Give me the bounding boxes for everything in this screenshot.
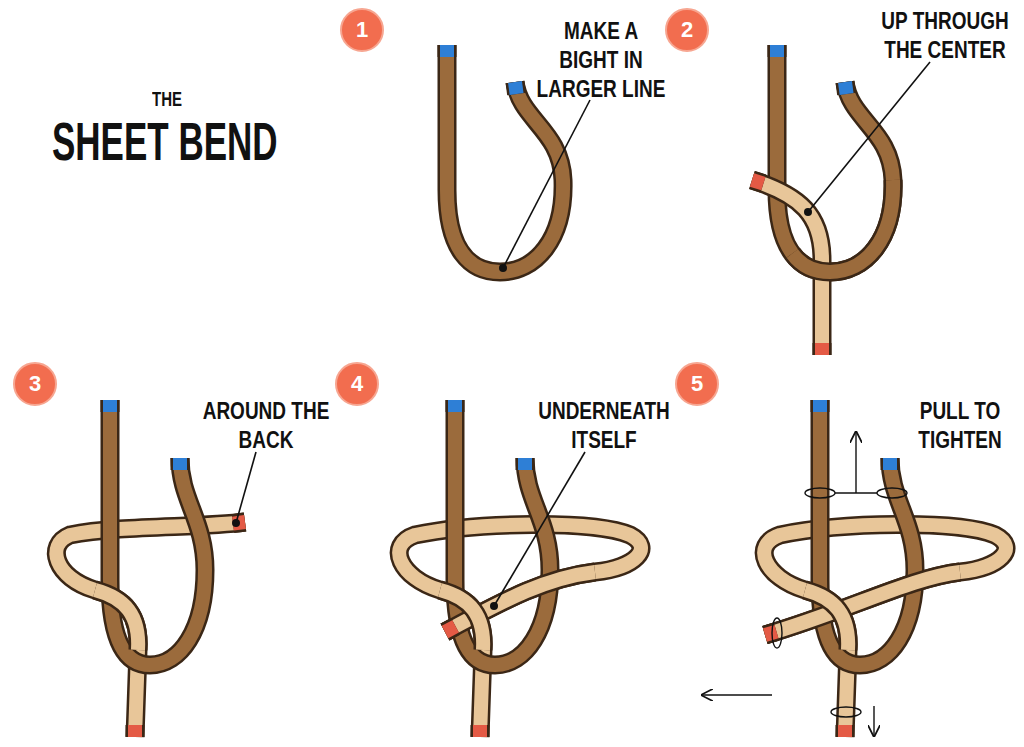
small-rope [764, 524, 1006, 737]
pull-arrow [702, 694, 772, 695]
rope-end [440, 45, 454, 57]
rope-outline [845, 82, 847, 94]
rope-outline [752, 180, 763, 184]
rope-outline [171, 458, 190, 470]
step-number-text: 5 [691, 373, 703, 395]
rope-outline [764, 524, 1006, 737]
rope-end [770, 45, 784, 57]
rope-end [515, 82, 517, 94]
step-number: 5 [675, 362, 719, 406]
leader-dot [232, 519, 240, 527]
step-number: 3 [13, 362, 57, 406]
step-instruction: MAKE A BIGHT IN LARGER LINE [533, 18, 669, 103]
rope-outline [446, 400, 465, 412]
rope-end [813, 400, 827, 412]
rope-end [128, 725, 142, 737]
rope-outline [820, 400, 915, 665]
leader-dot [804, 208, 812, 216]
rope-end [752, 180, 763, 184]
rope-outline [101, 400, 120, 412]
leader-line [494, 452, 585, 606]
rope-outline [765, 572, 960, 635]
rope-end [765, 632, 777, 635]
step-number: 4 [335, 362, 379, 406]
step-instruction: UNDERNEATH ITSELF [534, 398, 674, 455]
large-rope [820, 400, 915, 665]
rope-outline [445, 626, 456, 632]
grip-ring [877, 488, 907, 498]
rope-end [448, 400, 462, 412]
leader-dot [490, 602, 498, 610]
step-instruction: PULL TO TIGHTEN [910, 398, 1010, 455]
small-rope [95, 590, 138, 650]
rope-outline [438, 45, 457, 57]
step-number: 2 [665, 8, 709, 52]
diagram-title: SHEET BEND [52, 113, 278, 167]
rope-outline [399, 524, 641, 737]
rope-outline [881, 458, 900, 470]
rope-outline [777, 45, 893, 272]
title-prefix: THE [132, 88, 202, 111]
leader-dot [499, 264, 507, 272]
leader-line [503, 100, 590, 268]
small-rope [399, 524, 641, 737]
rope-end [883, 458, 897, 470]
rope-outline [56, 522, 245, 737]
step-number-text: 2 [681, 19, 693, 41]
rope-end [845, 82, 847, 94]
step-instruction: AROUND THE BACK [201, 398, 331, 455]
large-rope [777, 45, 893, 272]
grip-ring [772, 618, 782, 648]
step-number-text: 3 [29, 373, 41, 395]
panel-two [752, 45, 893, 355]
rope-outline [126, 725, 145, 737]
rope-end [473, 725, 487, 737]
rope-outline [836, 725, 855, 737]
rope-outline [768, 45, 787, 57]
step-number-text: 4 [351, 373, 363, 395]
pull-arrow [873, 706, 874, 736]
rope-outline [110, 400, 205, 665]
pull-arrow [855, 432, 856, 493]
leader-line [808, 62, 930, 212]
leader-line [236, 452, 256, 523]
rope-outline [765, 632, 777, 635]
rope-outline [792, 180, 893, 272]
rope-outline [440, 590, 483, 650]
small-rope [765, 572, 960, 635]
step-instruction: UP THROUGH THE CENTER [878, 8, 1013, 65]
rope-outline [516, 458, 535, 470]
rope-outline [813, 343, 832, 355]
rope-outline [515, 82, 517, 94]
step-number: 1 [340, 8, 384, 52]
pull-arrows [702, 432, 907, 736]
small-rope [805, 590, 848, 650]
rope-end [815, 343, 829, 355]
small-rope [56, 522, 245, 737]
step-number-text: 1 [356, 19, 368, 41]
rope-end [838, 725, 852, 737]
rope-end [103, 400, 117, 412]
rope-outline [95, 590, 138, 650]
grip-ring [831, 707, 861, 717]
panel-three [56, 400, 256, 737]
rope-outline [471, 725, 490, 737]
rope-end [518, 458, 532, 470]
grip-ring [805, 488, 835, 498]
rope-outline [811, 400, 830, 412]
large-rope [110, 400, 205, 665]
large-rope [792, 180, 893, 272]
rope-end [173, 458, 187, 470]
rope-outline [805, 590, 848, 650]
small-rope [440, 590, 483, 650]
rope-end [445, 626, 456, 632]
